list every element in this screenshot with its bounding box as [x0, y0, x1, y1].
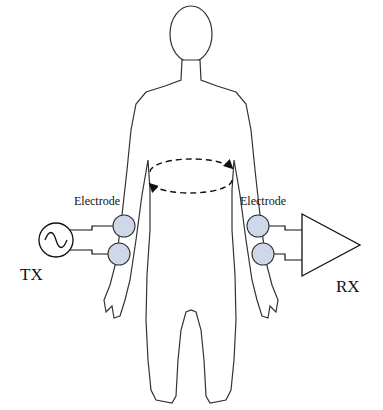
electrode-label: Electrode — [240, 195, 286, 208]
transmitter-label: TX — [20, 266, 43, 285]
wire — [274, 254, 302, 260]
current-arrow — [150, 180, 232, 193]
electrode — [113, 215, 135, 237]
amplifier-symbol — [302, 214, 360, 276]
electrode — [247, 215, 269, 237]
current-arrow — [150, 159, 232, 172]
wire — [70, 250, 108, 254]
wire — [269, 226, 302, 230]
electrode — [252, 243, 274, 265]
receiver-label: RX — [336, 278, 360, 297]
wire — [70, 226, 113, 230]
body-outline — [104, 60, 278, 403]
electrode-label: Electrode — [74, 195, 120, 208]
signal-source — [39, 223, 73, 257]
sine-symbol — [45, 233, 67, 248]
electrode — [108, 243, 130, 265]
head-outline — [170, 6, 212, 62]
